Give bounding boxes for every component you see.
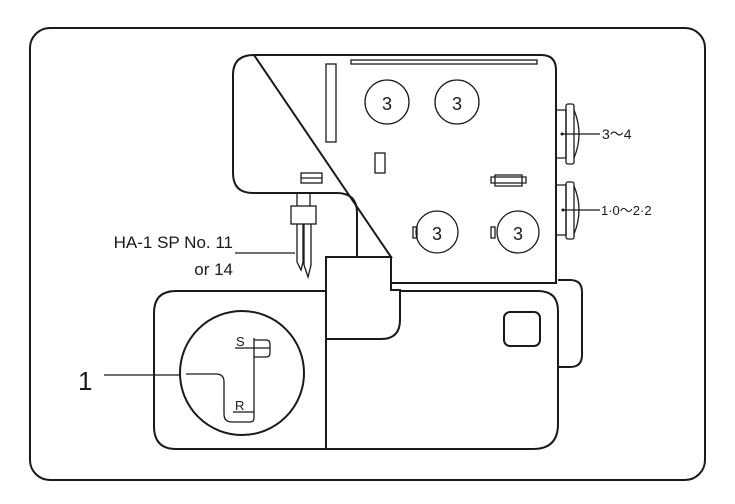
side-tab bbox=[558, 280, 582, 367]
part-number-label: 1 bbox=[78, 366, 92, 396]
svg-text:3: 3 bbox=[513, 224, 523, 244]
upper-body bbox=[233, 55, 556, 283]
lower-knob[interactable] bbox=[556, 182, 600, 239]
tension-dial-2[interactable]: 3 bbox=[435, 80, 479, 124]
thread-guide-slot bbox=[326, 64, 336, 142]
dial-s-label: S bbox=[236, 334, 245, 349]
tension-dial-1[interactable]: 3 bbox=[365, 80, 409, 124]
center-block bbox=[326, 257, 400, 450]
small-slot bbox=[375, 153, 385, 173]
clip-right bbox=[491, 175, 526, 186]
needle-assembly bbox=[291, 193, 316, 277]
dial-r-label: R bbox=[235, 398, 244, 413]
square-button[interactable] bbox=[504, 312, 540, 346]
svg-text:3: 3 bbox=[432, 224, 442, 244]
upper-knob[interactable] bbox=[556, 104, 600, 164]
frame bbox=[30, 28, 705, 480]
top-slot bbox=[351, 60, 537, 64]
differential-dial[interactable]: S R bbox=[180, 311, 304, 435]
knob-lower-label: 1·0～2·2 bbox=[601, 203, 652, 218]
needle-label-line2: or 14 bbox=[194, 260, 233, 279]
svg-text:3: 3 bbox=[382, 94, 392, 114]
lower-base bbox=[154, 291, 558, 449]
tension-dial-3[interactable]: 3 bbox=[413, 211, 458, 253]
knob-upper-label: 3～4 bbox=[602, 126, 632, 142]
needle-label-line1: HA-1 SP No. 11 bbox=[114, 233, 233, 252]
svg-text:3: 3 bbox=[452, 94, 462, 114]
tension-dial-4[interactable]: 3 bbox=[491, 211, 539, 253]
